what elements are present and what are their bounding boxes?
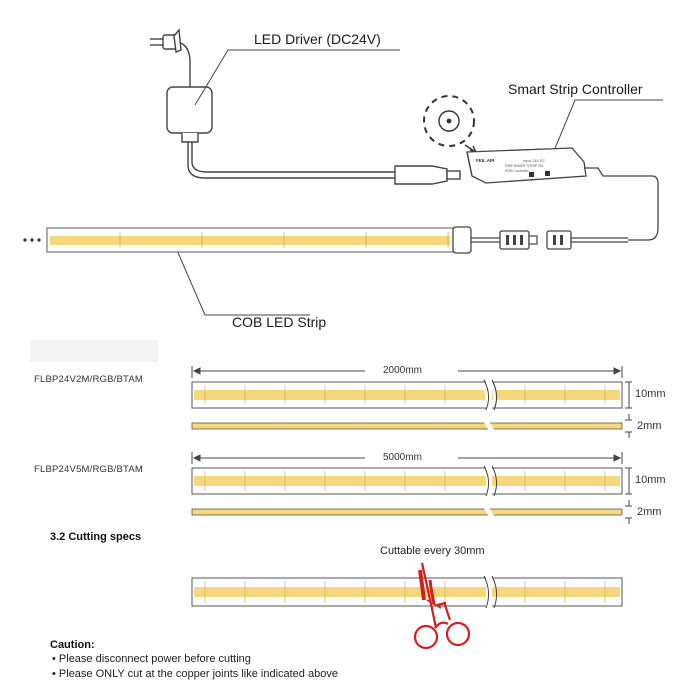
controller-brand: FEIL AIR bbox=[476, 158, 495, 163]
model-name-2m: FLBP24V2M/RGB/BTAM bbox=[34, 374, 144, 385]
caution-item-1: • Please disconnect power before cutting bbox=[52, 653, 251, 665]
thickness-2mm-2m: 2mm bbox=[637, 420, 662, 432]
cob-strip-main bbox=[23, 226, 628, 254]
scissors-icon bbox=[413, 562, 471, 650]
width-10mm-2m: 10mm bbox=[635, 388, 666, 400]
dimension-2mm-2 bbox=[625, 500, 632, 524]
dc-plug-icon bbox=[394, 165, 461, 185]
length-5000mm: 5000mm bbox=[383, 452, 422, 463]
controller-bluetooth-icon bbox=[545, 171, 550, 176]
dimension-10mm-1 bbox=[625, 381, 632, 409]
controller-button-icon bbox=[529, 172, 534, 177]
placeholder-box bbox=[30, 340, 158, 362]
strip-5m-top bbox=[191, 465, 623, 497]
model-name-5m: FLBP24V5M/RGB/BTAM bbox=[34, 464, 144, 475]
led-driver-label: LED Driver (DC24V) bbox=[254, 31, 381, 47]
strip-2m-side bbox=[191, 419, 623, 433]
strip-2m-top bbox=[191, 379, 623, 411]
strip-5m-side bbox=[191, 505, 623, 519]
cutting-strip bbox=[191, 575, 623, 609]
length-2000mm: 2000mm bbox=[383, 365, 422, 376]
smart-strip-controller-label: Smart Strip Controller bbox=[508, 81, 643, 97]
dimension-2000 bbox=[191, 366, 623, 378]
dimension-5000 bbox=[191, 452, 623, 464]
dimension-10mm-2 bbox=[625, 467, 632, 495]
controller-line1: Input: 24V DC bbox=[523, 159, 545, 163]
remote-icon bbox=[423, 95, 478, 154]
led-driver-icon bbox=[166, 86, 395, 179]
caution-item-2: • Please ONLY cut at the copper joints l… bbox=[52, 668, 338, 680]
caution-title: Caution: bbox=[50, 639, 95, 651]
wall-plug-icon bbox=[150, 28, 191, 87]
cob-led-strip-label: COB LED Strip bbox=[232, 314, 327, 330]
thickness-2mm-5m: 2mm bbox=[637, 506, 662, 518]
cuttable-note: Cuttable every 30mm bbox=[380, 545, 485, 557]
cutting-specs-heading: 3.2 Cutting specs bbox=[50, 531, 142, 543]
dimension-2mm-1 bbox=[625, 414, 632, 438]
smart-strip-controller-icon bbox=[466, 147, 659, 241]
width-10mm-5m: 10mm bbox=[635, 474, 666, 486]
controller-line2: FIBE SMART STRIP 2M bbox=[505, 164, 543, 168]
controller-line3: RGB Controller bbox=[505, 169, 530, 173]
callout-lines bbox=[175, 49, 663, 316]
